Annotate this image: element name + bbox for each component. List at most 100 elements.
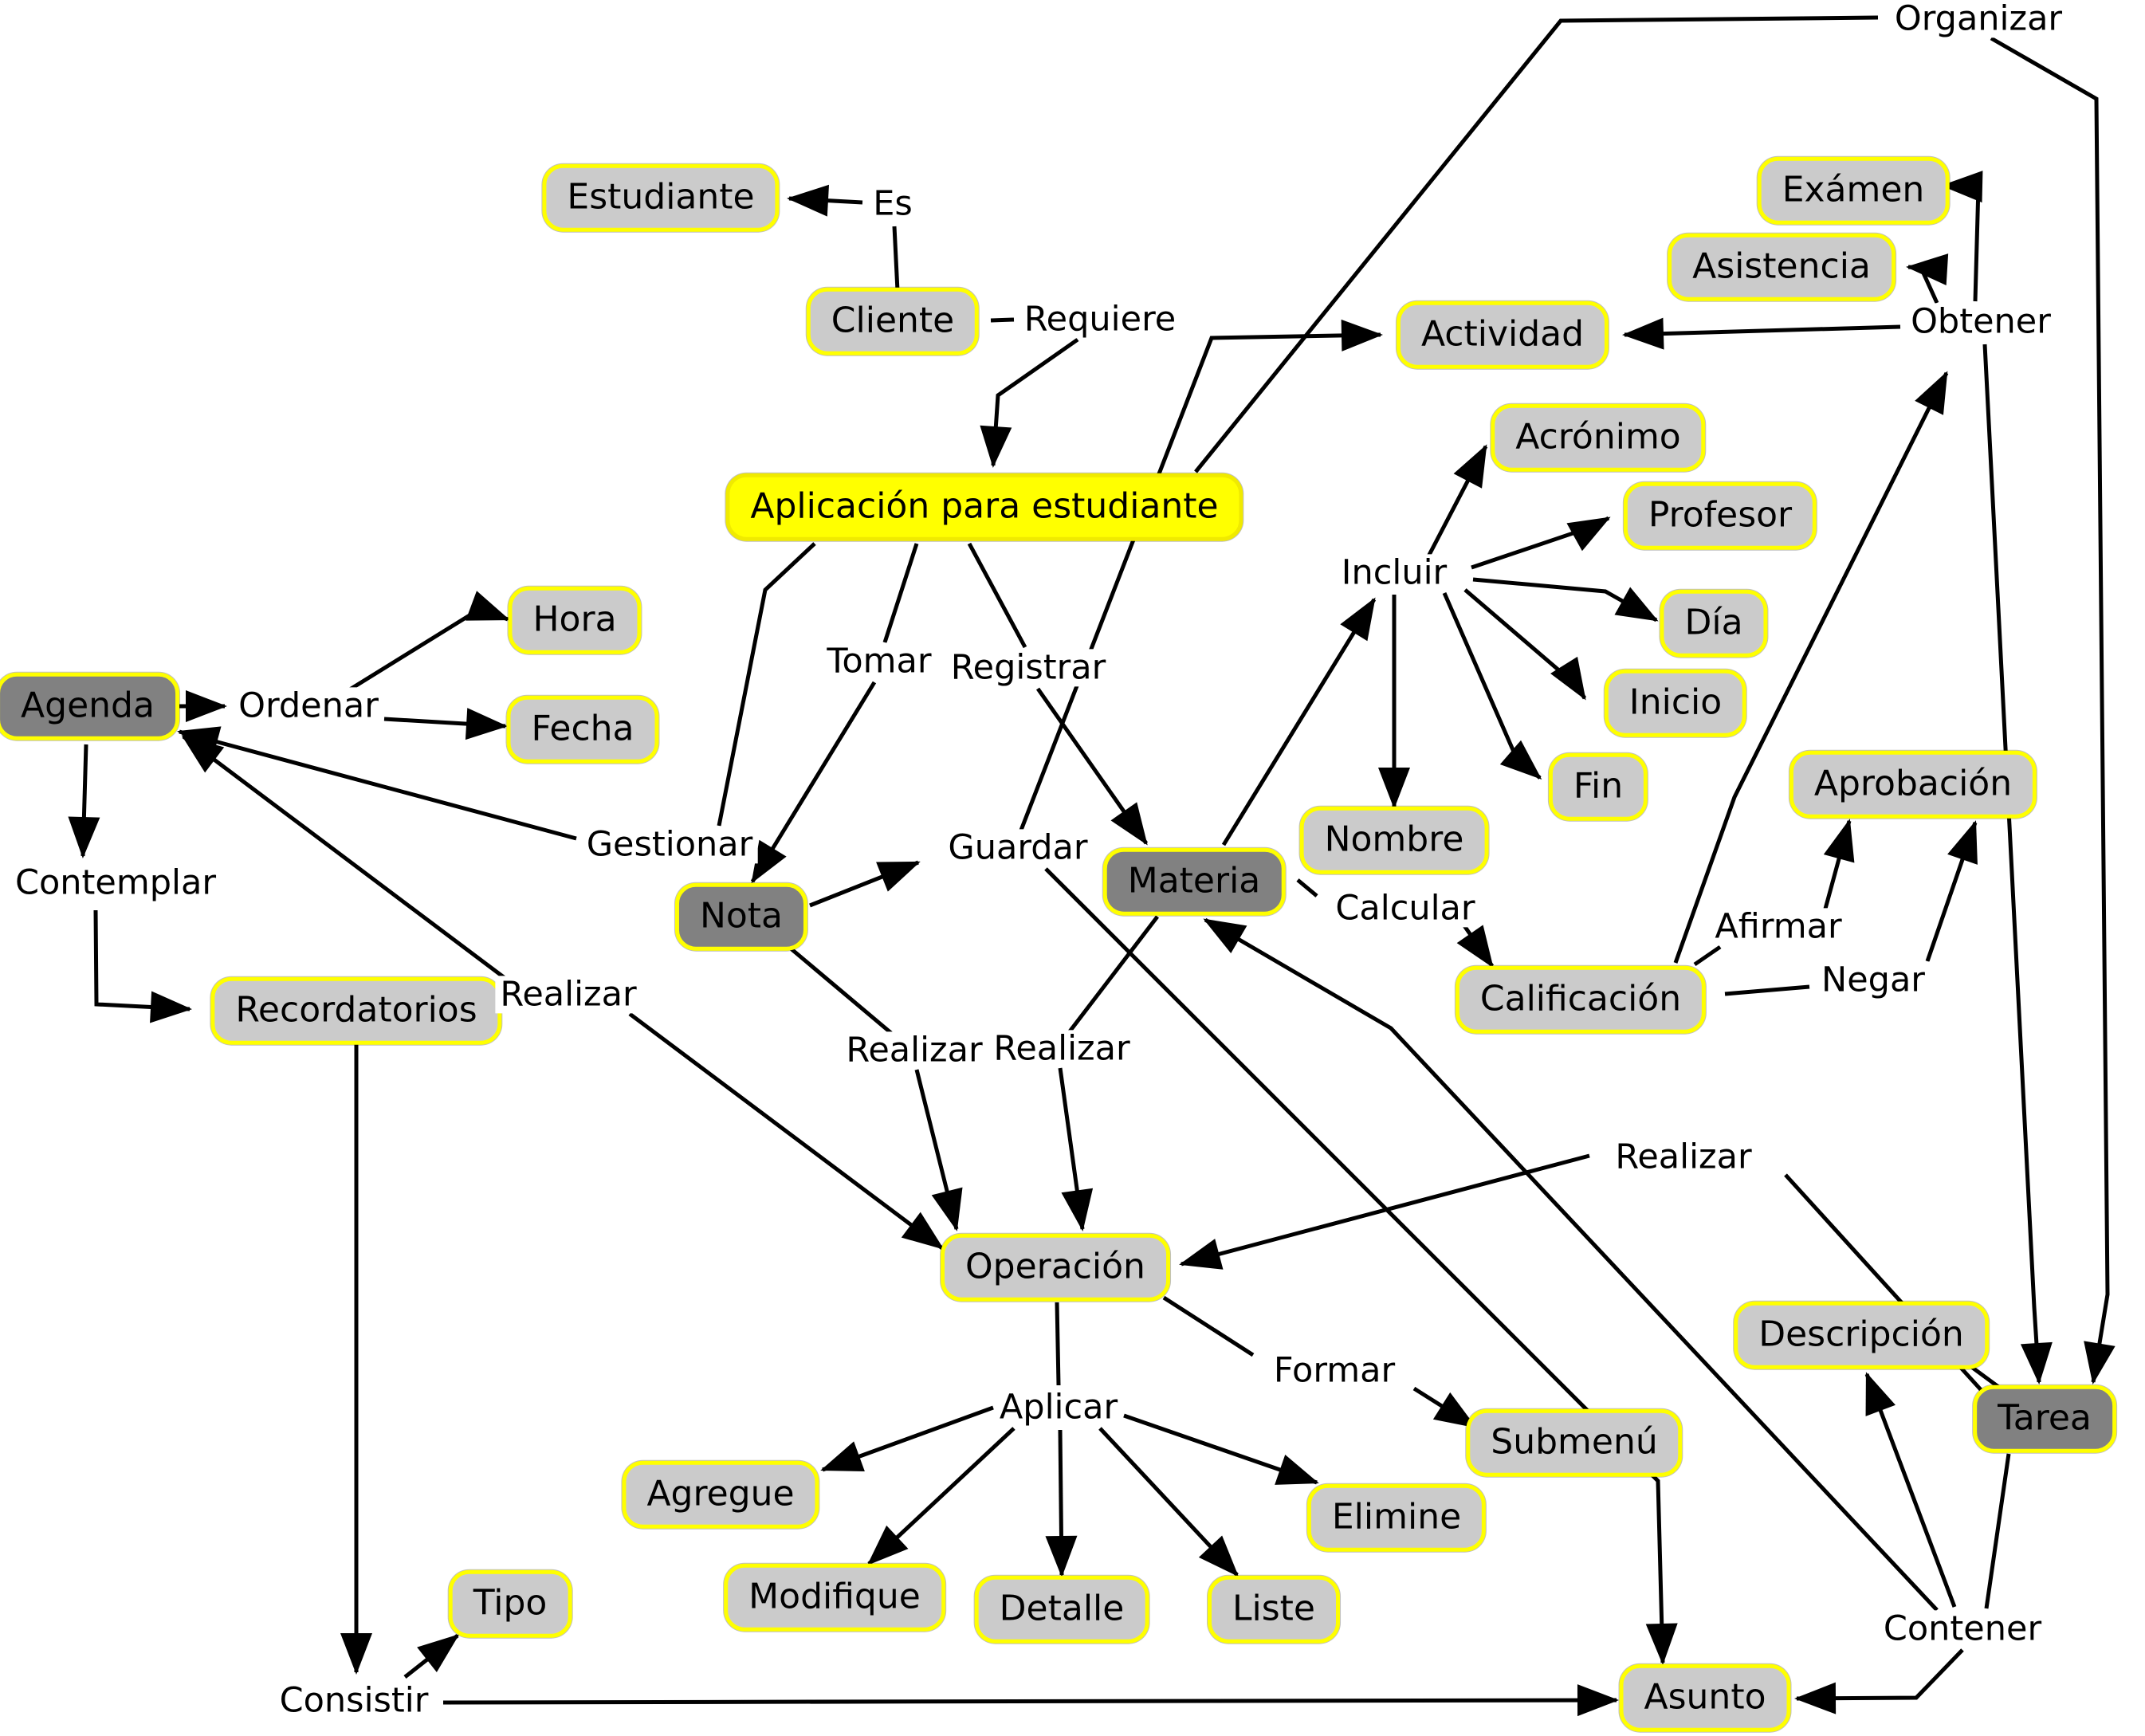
link-label-incluir[interactable]: Incluir [1336,554,1452,592]
link-label-consistir[interactable]: Consistir [274,1682,434,1720]
link-label-aplicar[interactable]: Aplicar [994,1388,1123,1427]
link-label-requiere[interactable]: Requiere [1019,300,1181,339]
link-label-negar[interactable]: Negar [1817,961,1930,1000]
edge-contemplar-recordatorios [93,909,192,1023]
node-label-nombre: Nombre [1324,819,1464,860]
node-label-asistencia: Asistencia [1692,245,1871,287]
node-elimine[interactable]: Elimine [1306,1483,1487,1552]
link-label-afirmar[interactable]: Afirmar [1710,908,1847,946]
link-label-contener[interactable]: Contener [1878,1610,2047,1648]
edge-operacion-agenda [181,735,512,984]
node-calificacion[interactable]: Calificación [1455,965,1707,1034]
link-label-registrar[interactable]: Registrar [945,649,1111,687]
node-examen[interactable]: Exámen [1757,156,1950,225]
link-label-guardar[interactable]: Guardar [943,829,1093,867]
node-actividad[interactable]: Actividad [1396,300,1609,369]
node-label-dia: Día [1684,602,1743,643]
node-asunto[interactable]: Asunto [1619,1663,1791,1732]
node-submenu[interactable]: Submenú [1466,1408,1683,1477]
node-label-tipo: Tipo [473,1582,548,1624]
link-label-gestionar[interactable]: Gestionar [581,826,758,864]
node-operacion[interactable]: Operación [941,1233,1170,1302]
link-label-organizar[interactable]: Organizar [1889,0,2068,38]
edge-nota-realizar-c1 [789,947,893,1035]
edge-gestionar-agenda [177,726,577,841]
node-label-liste: Liste [1232,1588,1315,1629]
node-tarea[interactable]: Tarea [1973,1384,2116,1453]
node-profesor[interactable]: Profesor [1623,481,1817,550]
node-label-descripcion: Descripción [1758,1314,1964,1355]
edge-calificacion-afirmar [1693,945,1722,967]
node-modifique[interactable]: Modifique [724,1563,945,1632]
node-nota[interactable]: Nota [674,882,808,951]
node-inicio[interactable]: Inicio [1604,669,1747,737]
link-label-formar[interactable]: Formar [1268,1352,1401,1390]
edge-operacion-formar [1162,1295,1255,1357]
edge-incluir-inicio [1463,588,1587,701]
edge-contener-descripcion [1864,1372,1957,1608]
edge-calificacion-negar [1724,984,1810,996]
edge-app-registrar [967,542,1027,649]
node-agregue[interactable]: Agregue [622,1460,819,1529]
edge-obtener-examen [1941,171,1983,302]
edge-materia-incluir [1221,597,1377,846]
edge-tomar-nota [750,681,877,884]
link-label-ordenar[interactable]: Ordenar [234,687,383,725]
node-label-asunto: Asunto [1644,1676,1766,1718]
node-label-examen: Exámen [1782,169,1925,210]
node-aprobacion[interactable]: Aprobación [1789,750,2037,819]
node-fin[interactable]: Fin [1548,752,1648,821]
node-materia[interactable]: Materia [1102,847,1286,916]
edge-app-gestionar [717,542,816,827]
link-label-realizar-c1[interactable]: Realizar [841,1031,988,1070]
link-label-calcular[interactable]: Calcular [1330,890,1480,928]
node-app[interactable]: Aplicación para estudiante [725,473,1243,541]
edge-materia-realizar-c2 [1068,915,1159,1033]
node-tipo[interactable]: Tipo [448,1569,572,1638]
node-label-cliente: Cliente [831,300,955,341]
node-recordatorios[interactable]: Recordatorios [210,976,502,1045]
link-label-realizar-c2[interactable]: Realizar [988,1030,1135,1068]
edge-obtener-tarea [1982,344,2053,1384]
edge-afirmar-aprobacion [1823,819,1855,909]
node-acronimo[interactable]: Acrónimo [1491,403,1706,472]
edge-app-tomar [882,543,919,643]
node-hora[interactable]: Hora [508,586,642,654]
node-label-operacion: Operación [965,1246,1145,1287]
node-descripcion[interactable]: Descripción [1734,1301,1989,1369]
edge-negar-aprobacion [1925,820,1978,962]
edge-guardar-asunto [1044,867,1678,1665]
edge-cliente-es [892,226,900,292]
node-cliente[interactable]: Cliente [806,287,980,355]
edge-nota-guardar [809,860,921,908]
edge-ordenar-fecha [383,708,508,740]
node-liste[interactable]: Liste [1208,1575,1340,1644]
edge-consistir-tipo [403,1634,460,1679]
edge-consistir-asunto [442,1684,1619,1717]
node-label-inicio: Inicio [1628,681,1723,723]
link-label-es[interactable]: Es [868,185,917,223]
edge-incluir-dia [1472,577,1659,623]
node-agenda[interactable]: Agenda [0,672,179,740]
link-label-obtener[interactable]: Obtener [1906,303,2056,341]
link-label-realizar-der[interactable]: Realizar [1610,1138,1757,1176]
node-label-agregue: Agregue [646,1473,795,1514]
node-dia[interactable]: Día [1660,589,1768,658]
link-label-tomar[interactable]: Tomar [822,642,937,681]
node-fecha[interactable]: Fecha [506,695,659,764]
node-label-aprobacion: Aprobación [1813,763,2013,804]
edge-organizar-tarea [1990,36,2116,1384]
link-label-contemplar[interactable]: Contemplar [10,864,222,902]
node-asistencia[interactable]: Asistencia [1668,233,1896,301]
edge-organizar-app [1194,15,1879,473]
node-estudiante[interactable]: Estudiante [542,163,780,232]
edge-calificacion-obtener [1673,371,1949,964]
link-label-realizar-izq[interactable]: Realizar [495,976,642,1014]
node-nombre[interactable]: Nombre [1299,806,1489,874]
node-detalle[interactable]: Detalle [974,1575,1149,1644]
edge-obtener-asistencia [1906,253,1949,304]
node-label-estudiante: Estudiante [567,176,755,218]
edge-contener-asunto [1794,1648,1964,1714]
